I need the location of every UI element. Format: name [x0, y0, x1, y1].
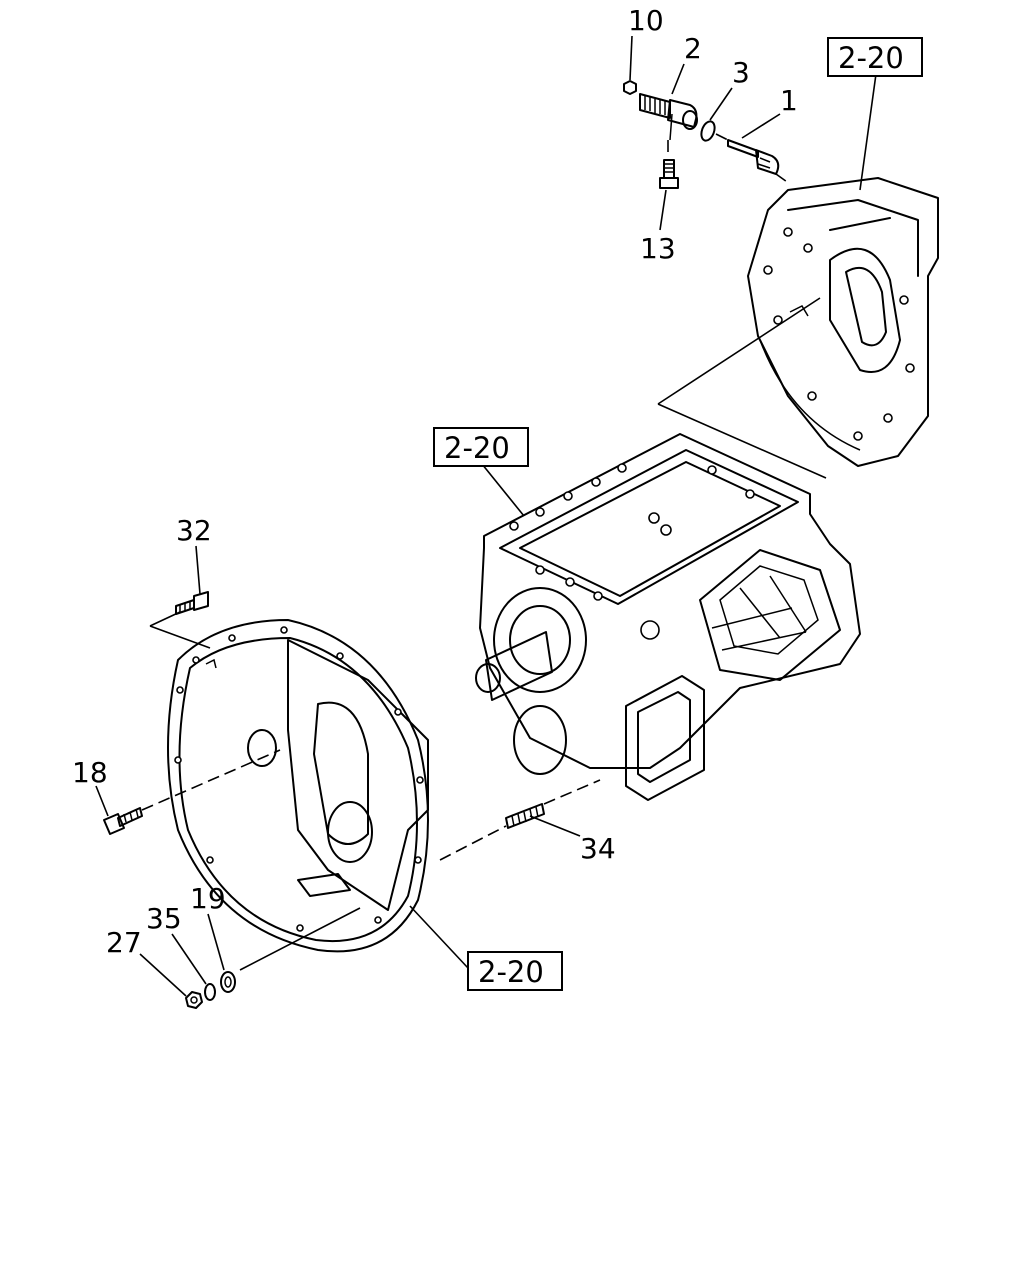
reference-label-bottom: 2-20: [478, 955, 544, 989]
part-19-washer: [220, 971, 236, 993]
callout-32: 32: [176, 514, 212, 547]
reference-label-top: 2-20: [838, 41, 904, 75]
part-32-bolt: [175, 591, 209, 615]
part-34-stud: [505, 803, 545, 829]
callout-13: 13: [640, 232, 676, 265]
callout-2: 2: [684, 32, 702, 65]
callout-18: 18: [72, 756, 108, 789]
part-2-sensor: [639, 93, 698, 141]
part-1-driven-gear: [715, 133, 791, 185]
part-10-plug: [623, 80, 637, 95]
callout-34: 34: [580, 832, 616, 865]
clutch-housing: [167, 619, 429, 953]
callout-35: 35: [146, 902, 182, 935]
part-18-bolt: [103, 807, 143, 835]
input-shaft: [475, 587, 587, 701]
reference-label-middle: 2-20: [444, 431, 510, 465]
callout-3: 3: [732, 56, 750, 89]
reference-box-middle: 2-20: [433, 427, 529, 467]
part-3-o-ring: [700, 120, 716, 142]
callout-27: 27: [106, 926, 142, 959]
reference-box-top: 2-20: [827, 37, 923, 77]
callout-1: 1: [780, 84, 798, 117]
transmission-case: [475, 433, 861, 801]
rear-extension-housing: [747, 177, 939, 467]
part-13-bolt: [659, 159, 679, 189]
speed-sensor-assembly: [623, 80, 791, 189]
part-35-lock-washer: [204, 983, 216, 1001]
reference-box-bottom: 2-20: [467, 951, 563, 991]
callout-19: 19: [190, 882, 226, 915]
part-27-nut: [185, 991, 203, 1009]
callout-10: 10: [628, 4, 664, 37]
